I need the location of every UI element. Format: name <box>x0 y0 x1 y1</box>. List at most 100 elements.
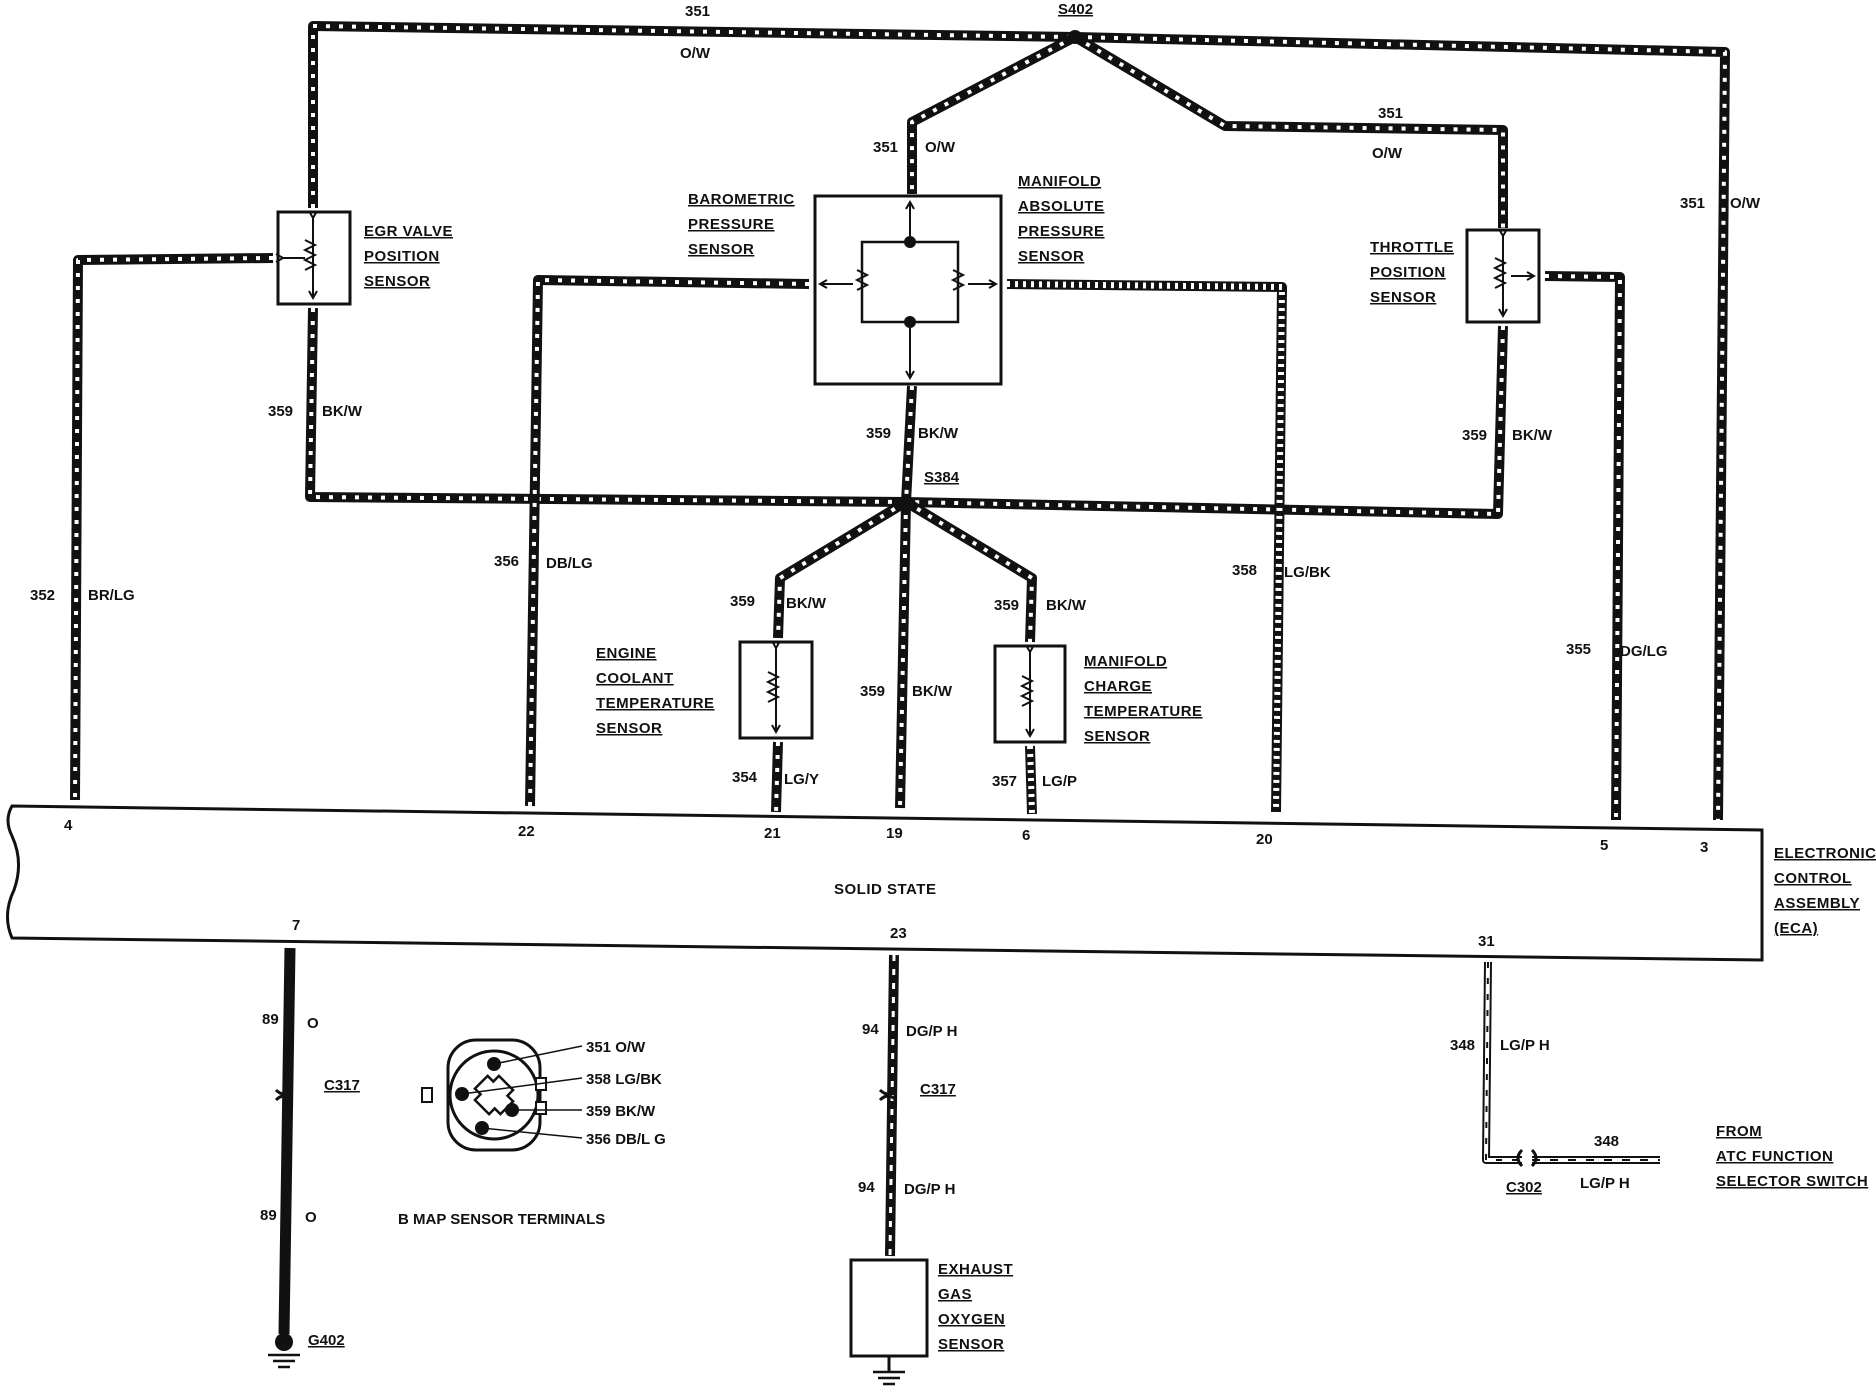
ect-label-line-4: SENSOR <box>596 720 662 737</box>
w359-baro-color: BK/W <box>918 425 959 442</box>
w359-egr-wire <box>305 307 907 507</box>
eca-pin-7: 7 <box>292 917 300 934</box>
ect-label-line-1: ENGINE <box>596 645 657 662</box>
w351-top-color: O/W <box>680 45 711 62</box>
w357-color: LG/P <box>1042 773 1077 790</box>
w354-wire <box>771 741 783 813</box>
connector-c317-center-mark <box>878 1088 898 1102</box>
eca-solid-state-label: SOLID STATE <box>834 881 936 898</box>
map-terminal-row-3: 359 BK/W <box>586 1103 656 1120</box>
ground-symbol-g402 <box>268 1353 300 1369</box>
baro-label-line-2: PRESSURE <box>688 216 775 233</box>
w94-wire <box>885 954 899 1257</box>
eca-pin-5: 5 <box>1600 837 1608 854</box>
w89-lower-circuit: 89 <box>260 1207 277 1224</box>
ground-symbol-ego <box>873 1370 905 1386</box>
w351-baro-circuit: 351 <box>873 139 898 156</box>
w359-tps-circuit: 359 <box>1462 427 1487 444</box>
map-terminals-caption: B MAP SENSOR TERMINALS <box>398 1211 605 1228</box>
w348-vert-wire <box>1482 961 1522 1164</box>
w359-tps-wire <box>905 325 1508 519</box>
mct-label-line-3: TEMPERATURE <box>1084 703 1203 720</box>
mct-label-line-1: MANIFOLD <box>1084 653 1167 670</box>
baro-label-line-3: SENSOR <box>688 241 754 258</box>
w359-baro-circuit: 359 <box>866 425 891 442</box>
eca-pin-20: 20 <box>1256 831 1273 848</box>
w351-tps-circuit: 351 <box>1378 105 1403 122</box>
w352-wire <box>70 253 274 801</box>
baro-label-line-1: BAROMETRIC <box>688 191 795 208</box>
egr-label-line-3: SENSOR <box>364 273 430 290</box>
eca-pin-21: 21 <box>764 825 781 842</box>
w357-wire <box>1025 745 1037 815</box>
w358-color: LG/BK <box>1284 564 1331 581</box>
eca-pin-4: 4 <box>64 817 73 834</box>
w357-circuit: 357 <box>992 773 1017 790</box>
w348-vert-circuit: 348 <box>1450 1037 1475 1054</box>
splice-s402-dot <box>1068 30 1082 44</box>
w359-baro-wire <box>901 385 917 503</box>
ego-label-line-1: EXHAUST <box>938 1261 1013 1278</box>
map-label-line-3: PRESSURE <box>1018 223 1105 240</box>
labels: 351 O/W S402 351 O/W 351 O/W 351 O/W 359… <box>30 1 1761 1349</box>
throttle-position-sensor <box>1465 228 1541 324</box>
manifold-charge-temperature-sensor <box>993 644 1067 744</box>
w355-color: DG/LG <box>1620 643 1668 660</box>
w89-upper-color: O <box>307 1015 319 1032</box>
mct-label-line-2: CHARGE <box>1084 678 1152 695</box>
tps-label-line-2: POSITION <box>1370 264 1446 281</box>
tps-label-line-3: SENSOR <box>1370 289 1436 306</box>
eca-label-line-1: ELECTRONIC <box>1774 845 1876 862</box>
w354-circuit: 354 <box>732 769 758 786</box>
eca-body <box>6 804 1764 962</box>
tps-label-line-1: THROTTLE <box>1370 239 1454 256</box>
w348-vert-color: LG/P H <box>1500 1037 1550 1054</box>
atc-label-line-3: SELECTOR SWITCH <box>1716 1173 1868 1190</box>
mct-label-line-4: SENSOR <box>1084 728 1150 745</box>
w359-ect-circuit: 359 <box>730 593 755 610</box>
w352-circuit: 352 <box>30 587 55 604</box>
w359-center-wire <box>895 501 911 809</box>
w355-circuit: 355 <box>1566 641 1591 658</box>
eca-pin-6: 6 <box>1022 827 1030 844</box>
ground-g402-dot <box>275 1333 293 1351</box>
ego-label-line-3: OXYGEN <box>938 1311 1005 1328</box>
w351-right-wire <box>1074 32 1730 821</box>
egr-label-line-1: EGR VALVE <box>364 223 453 240</box>
engine-coolant-temperature-sensor <box>738 640 814 740</box>
map-terminal-row-2: 358 LG/BK <box>586 1071 662 1088</box>
baro-map-sensor-box <box>813 194 1003 386</box>
ego-label-line-2: GAS <box>938 1286 972 1303</box>
w94-upper-color: DG/P H <box>906 1023 957 1040</box>
w355-wire <box>1544 271 1625 821</box>
w356-color: DB/LG <box>546 555 593 572</box>
w359-ect-wire <box>773 497 909 639</box>
w359-egr-color: BK/W <box>322 403 363 420</box>
w94-lower-color: DG/P H <box>904 1181 955 1198</box>
w351-top-left-wire <box>308 21 1076 208</box>
map-terminal-row-4: 356 DB/L G <box>586 1131 666 1148</box>
w89-upper-circuit: 89 <box>262 1011 279 1028</box>
connector-c317-left-label: C317 <box>324 1077 360 1094</box>
map-label-line-2: ABSOLUTE <box>1018 198 1105 215</box>
w359-tps-color: BK/W <box>1512 427 1553 444</box>
w94-lower-circuit: 94 <box>858 1179 875 1196</box>
w359-egr-circuit: 359 <box>268 403 293 420</box>
w89-lower-color: O <box>305 1209 317 1226</box>
wires <box>70 21 1730 1335</box>
connector-c302-label: C302 <box>1506 1179 1542 1196</box>
eca-label-line-4: (ECA) <box>1774 920 1818 937</box>
w94-upper-circuit: 94 <box>862 1021 879 1038</box>
w351-baro-color: O/W <box>925 139 956 156</box>
egr-valve-position-sensor <box>278 210 352 306</box>
eca-pin-23: 23 <box>890 925 907 942</box>
exhaust-gas-oxygen-sensor <box>849 1258 929 1372</box>
egr-label-line-2: POSITION <box>364 248 440 265</box>
w351-right-color: O/W <box>1730 195 1761 212</box>
map-terminal-row-1: 351 O/W <box>586 1039 646 1056</box>
w89-wire <box>278 947 296 1335</box>
w359-mct-circuit: 359 <box>994 597 1019 614</box>
eca-pin-22: 22 <box>518 823 535 840</box>
w354-color: LG/Y <box>784 771 819 788</box>
